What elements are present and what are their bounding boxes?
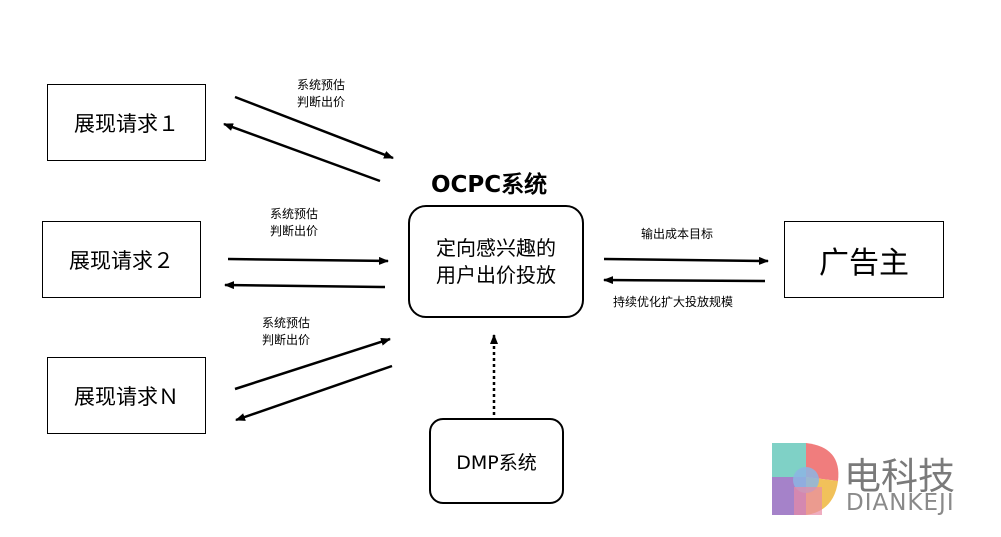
- arrow-advertiser-to-ocpc: [603, 276, 766, 285]
- request-box-1-label: 展现请求１: [74, 111, 179, 136]
- request-box-2-label: 展现请求２: [69, 248, 174, 273]
- dmp-label: DMP系统: [456, 451, 537, 474]
- arrow-request2-to-ocpc: [227, 256, 389, 265]
- ocpc-box: 定向感兴趣的 用户出价投放: [408, 205, 584, 318]
- request-box-2: 展现请求２: [42, 221, 201, 298]
- arrow-ocpc-to-advertiser: [603, 256, 769, 265]
- request-box-n-label: 展现请求Ｎ: [74, 384, 179, 409]
- arrow-ocpc-to-request1: [223, 122, 381, 183]
- request-box-n: 展现请求Ｎ: [47, 357, 206, 434]
- advertiser-box: 广告主: [784, 221, 944, 298]
- edge-label-request2: 系统预估 判断出价: [270, 207, 319, 238]
- request-box-1: 展现请求１: [47, 84, 206, 161]
- ocpc-box-line1: 定向感兴趣的: [436, 235, 556, 260]
- ocpc-title: OCPC系统: [431, 172, 548, 198]
- diankeji-logo-mark: [772, 443, 839, 515]
- logo-chinese-text: 电科技: [844, 455, 955, 498]
- dmp-box: DMP系统: [429, 418, 564, 504]
- arrow-request1-to-ocpc: [234, 95, 394, 160]
- arrow-ocpc-to-request2: [224, 281, 386, 290]
- logo-english-text: DIANKEJI: [846, 490, 955, 516]
- edge-label-output-target: 输出成本目标: [641, 227, 714, 241]
- edge-label-requestN: 系统预估 判断出价: [262, 316, 311, 347]
- arrow-ocpc-to-requestN: [235, 364, 393, 422]
- advertiser-label: 广告主: [819, 245, 909, 281]
- arrow-requestN-to-ocpc: [234, 337, 391, 391]
- edge-label-optimize-scale: 持续优化扩大投放规模: [613, 295, 734, 309]
- edge-label-request1: 系统预估 判断出价: [297, 78, 346, 109]
- ocpc-box-line2: 用户出价投放: [436, 262, 556, 287]
